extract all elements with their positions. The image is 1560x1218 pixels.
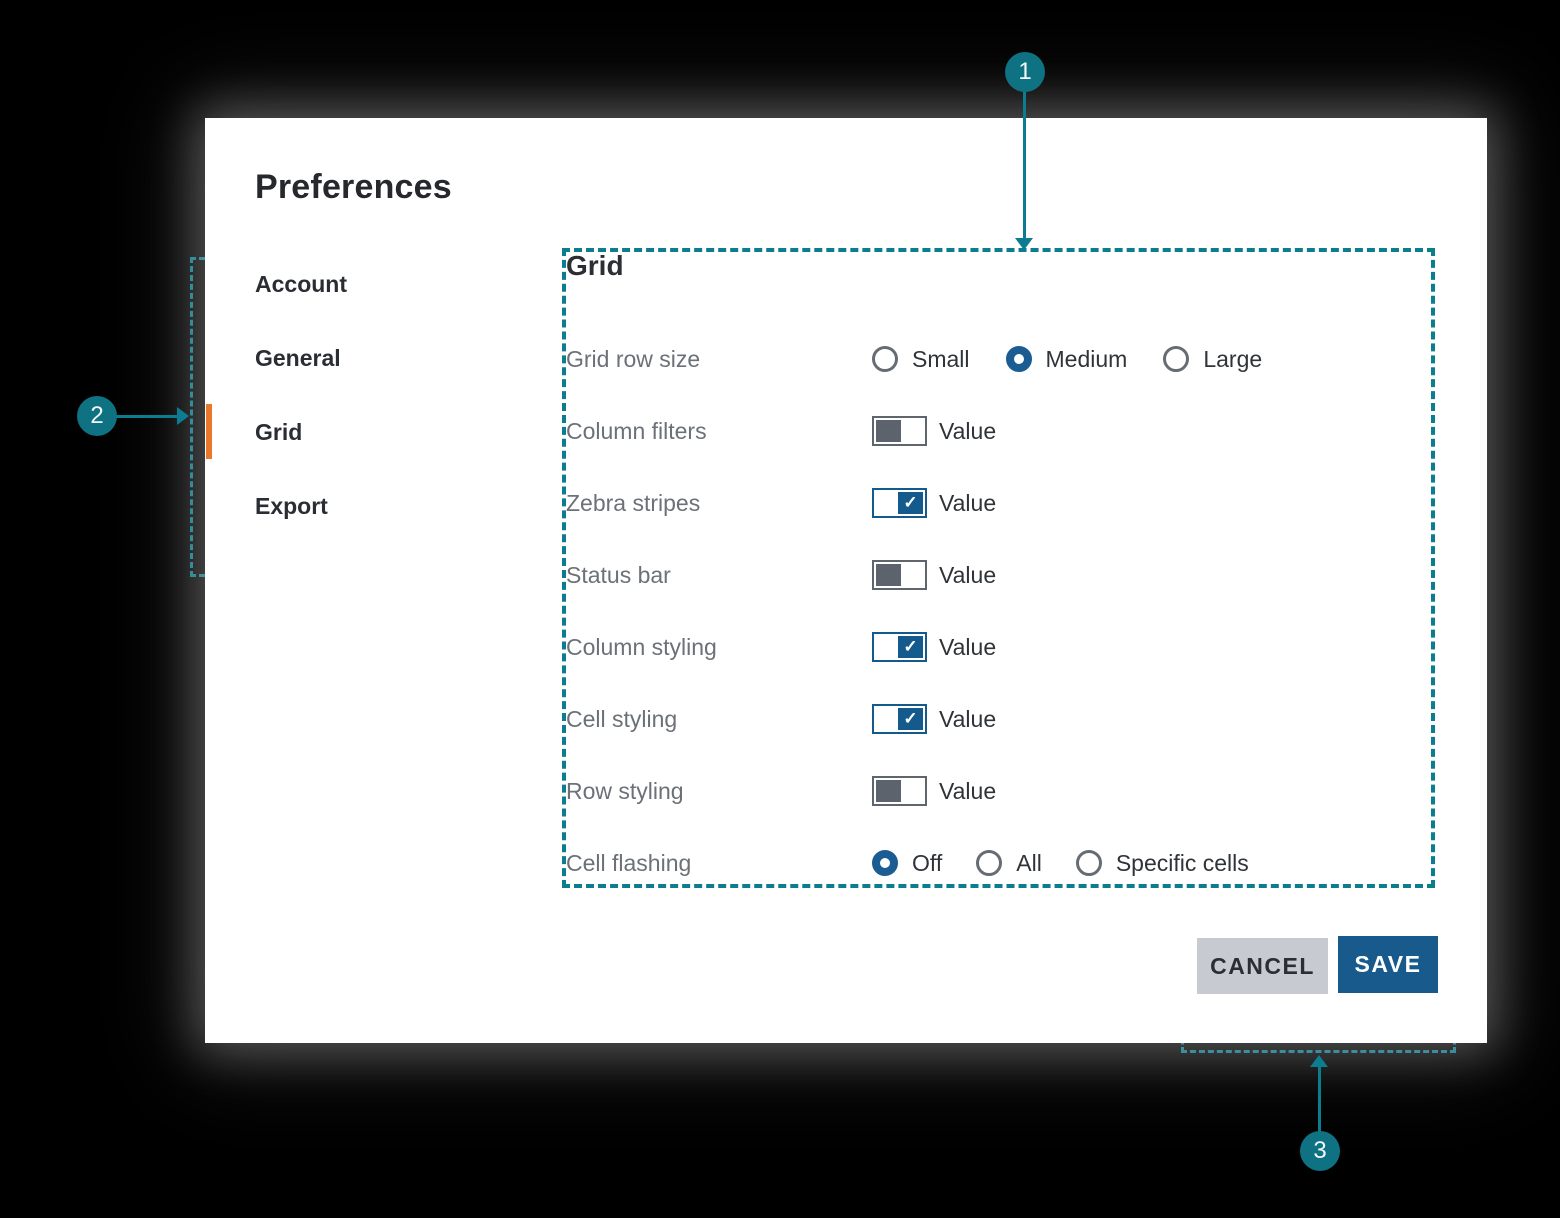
toggle-knob [876, 420, 901, 442]
annotation-box-grid-panel [562, 248, 1435, 888]
arrow-down-icon [1015, 238, 1033, 250]
radio-option-large[interactable]: Large [1163, 346, 1262, 373]
setting-row-row-styling: Row styling Value [566, 771, 1431, 811]
radio-option-off[interactable]: Off [872, 850, 942, 877]
radio-icon[interactable] [1075, 850, 1102, 876]
page-title: Preferences [255, 168, 452, 206]
radio-option-label: Large [1203, 345, 1263, 372]
toggle-on-icon[interactable]: ✓ [872, 632, 927, 662]
callout3-arrow-line [1318, 1067, 1321, 1132]
toggle-value-label: Value [939, 417, 997, 444]
cancel-button[interactable]: CANCEL [1197, 938, 1328, 994]
radio-option-all[interactable]: All [976, 850, 1042, 877]
callout-badge-1: 1 [1005, 52, 1045, 92]
radio-option-specific-cells[interactable]: Specific cells [1075, 849, 1249, 877]
radio-selected-icon[interactable] [872, 850, 898, 876]
radio-option-label: Off [912, 849, 943, 876]
setting-row-cell-flashing: Cell flashing Off All Specific cells [566, 843, 1431, 883]
radio-option-small[interactable]: Small [872, 346, 970, 373]
toggle-knob [876, 564, 901, 586]
arrow-right-icon [177, 407, 189, 425]
setting-label: Column styling [566, 633, 717, 660]
radio-option-label: Medium [1045, 345, 1128, 372]
sidebar-item-account[interactable]: Account [255, 270, 347, 297]
sidebar-item-general[interactable]: General [255, 344, 341, 371]
setting-row-cell-styling: Cell styling ✓ Value [566, 699, 1431, 739]
callout-badge-2: 2 [77, 396, 117, 436]
radio-option-label: Specific cells [1115, 849, 1249, 876]
callout-badge-3: 3 [1300, 1131, 1340, 1171]
toggle-value-label: Value [939, 705, 997, 732]
radio-icon[interactable] [872, 346, 898, 372]
setting-label: Grid row size [566, 345, 701, 372]
callout2-arrow-line [114, 415, 178, 418]
setting-row-column-filters: Column filters Value [566, 411, 1431, 451]
preferences-dialog [205, 118, 1487, 1043]
setting-label: Row styling [566, 777, 684, 804]
radio-selected-icon[interactable] [1005, 346, 1032, 372]
radio-group-cell-flashing: Off All Specific cells [872, 850, 1285, 877]
arrow-up-icon [1310, 1055, 1328, 1067]
setting-label: Status bar [566, 561, 671, 588]
setting-label: Cell flashing [566, 849, 692, 876]
sidebar-item-export[interactable]: Export [255, 492, 328, 519]
toggle-off-icon[interactable] [872, 416, 927, 446]
setting-label: Zebra stripes [566, 489, 701, 516]
setting-row-status-bar: Status bar Value [566, 555, 1431, 595]
toggle-on-icon[interactable]: ✓ [872, 488, 927, 518]
setting-row-grid-row-size: Grid row size Small Medium Large [566, 339, 1431, 379]
active-item-indicator [206, 404, 212, 459]
setting-row-column-styling: Column styling ✓ Value [566, 627, 1431, 667]
callout1-arrow-line [1023, 90, 1026, 240]
radio-group-grid-row-size: Small Medium Large [872, 346, 1298, 373]
radio-option-label: Small [912, 345, 970, 372]
radio-icon[interactable] [1163, 346, 1190, 372]
save-button[interactable]: SAVE [1338, 936, 1438, 993]
radio-option-medium[interactable]: Medium [1005, 345, 1128, 373]
check-icon: ✓ [898, 636, 923, 658]
setting-row-zebra-stripes: Zebra stripes ✓ Value [566, 483, 1431, 523]
setting-label: Column filters [566, 417, 707, 444]
toggle-knob [876, 780, 901, 802]
toggle-off-icon[interactable] [872, 776, 927, 806]
toggle-off-icon[interactable] [872, 560, 927, 590]
toggle-value-label: Value [939, 777, 997, 804]
radio-icon[interactable] [976, 850, 1003, 876]
check-icon: ✓ [898, 492, 923, 514]
radio-option-label: All [1016, 849, 1042, 876]
panel-heading: Grid [566, 250, 624, 281]
toggle-value-label: Value [939, 561, 997, 588]
sidebar-item-grid[interactable]: Grid [255, 418, 303, 445]
check-icon: ✓ [898, 708, 923, 730]
setting-label: Cell styling [566, 705, 678, 732]
toggle-value-label: Value [939, 489, 997, 516]
toggle-on-icon[interactable]: ✓ [872, 704, 927, 734]
toggle-value-label: Value [939, 633, 997, 660]
